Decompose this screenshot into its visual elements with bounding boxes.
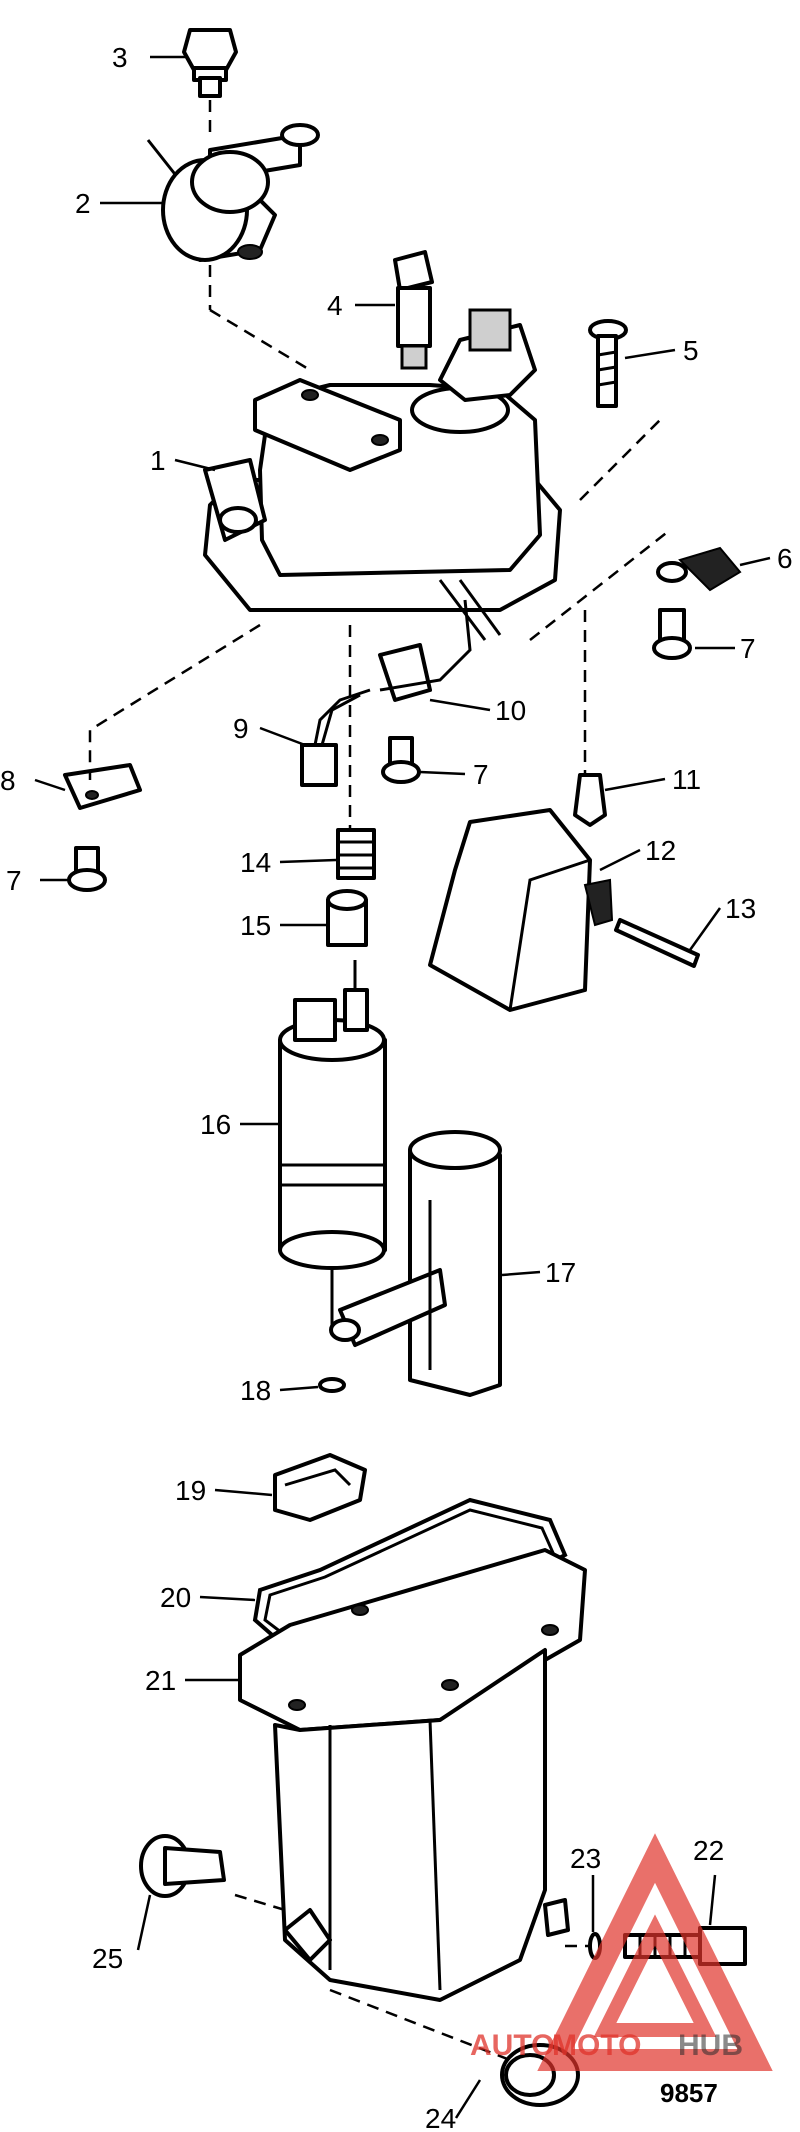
callout-9: 9	[233, 713, 249, 744]
part-21-lower-housing	[238, 1548, 587, 2002]
part-6-clip	[656, 546, 742, 592]
callout-12: 12	[645, 835, 676, 866]
part-10-harness-clamp	[378, 599, 472, 702]
part-2-regulator	[146, 100, 320, 262]
part-3-bolt	[182, 28, 238, 98]
callout-8: 8	[0, 765, 16, 796]
part-7-bolt-b	[381, 736, 421, 784]
part-12-cover	[428, 808, 614, 1012]
part-7-bolt-c	[67, 846, 107, 892]
callout-10: 10	[495, 695, 526, 726]
callout-13: 13	[725, 893, 756, 924]
callout-25: 25	[92, 1943, 123, 1974]
callout-6: 6	[777, 543, 793, 574]
part-18-clip	[318, 1377, 346, 1393]
callout-11: 11	[672, 764, 701, 795]
part-16-fuel-pump	[278, 960, 387, 1330]
part-19-seal	[273, 1453, 367, 1522]
callout-7-a: 7	[740, 633, 756, 664]
watermark-text-auto: AUTO	[470, 2029, 554, 2062]
figure-number: 9857	[660, 2078, 718, 2108]
callout-7-c: 7	[6, 865, 22, 896]
part-1-upper-housing	[203, 308, 562, 641]
part-9-harness	[300, 688, 371, 787]
callout-1: 1	[150, 445, 166, 476]
callout-5: 5	[683, 335, 699, 366]
watermark-text-moto: MOTO	[552, 2029, 641, 2062]
callout-19: 19	[175, 1475, 206, 1506]
part-17-filter	[329, 1130, 502, 1397]
watermark-logo: AUTO MOTO HUB	[470, 1833, 773, 2071]
part-5-screw	[588, 319, 628, 408]
callout-22: 22	[693, 1835, 724, 1866]
part-11-terminal	[573, 773, 607, 827]
leader-lines	[34, 55, 771, 2119]
callout-3: 3	[112, 42, 128, 73]
callout-23: 23	[570, 1843, 601, 1874]
part-14-fitting	[336, 828, 376, 880]
part-15-bushing	[326, 889, 368, 947]
callout-15: 15	[240, 910, 271, 941]
callout-17: 17	[545, 1257, 576, 1288]
callout-16: 16	[200, 1109, 231, 1140]
callout-numbers: 3 2 4 5 1 6 7 10 9 7 11 8 12 14 7 13 15 …	[0, 42, 793, 2132]
callout-20: 20	[160, 1582, 191, 1613]
part-25-plug	[139, 1834, 226, 1898]
part-7-bolt-a	[652, 608, 692, 660]
callout-7-b: 7	[473, 759, 489, 790]
alignment-lines	[88, 265, 671, 2062]
part-8-plate	[63, 763, 142, 810]
part-4-sensor	[393, 250, 434, 370]
watermark-text-hub: HUB	[678, 2029, 743, 2062]
callout-21: 21	[145, 1665, 176, 1696]
callout-24: 24	[425, 2103, 456, 2132]
callout-18: 18	[240, 1375, 271, 1406]
part-13-pin	[614, 918, 700, 968]
callout-4: 4	[327, 290, 343, 321]
callout-2: 2	[75, 188, 91, 219]
callout-14: 14	[240, 847, 271, 878]
